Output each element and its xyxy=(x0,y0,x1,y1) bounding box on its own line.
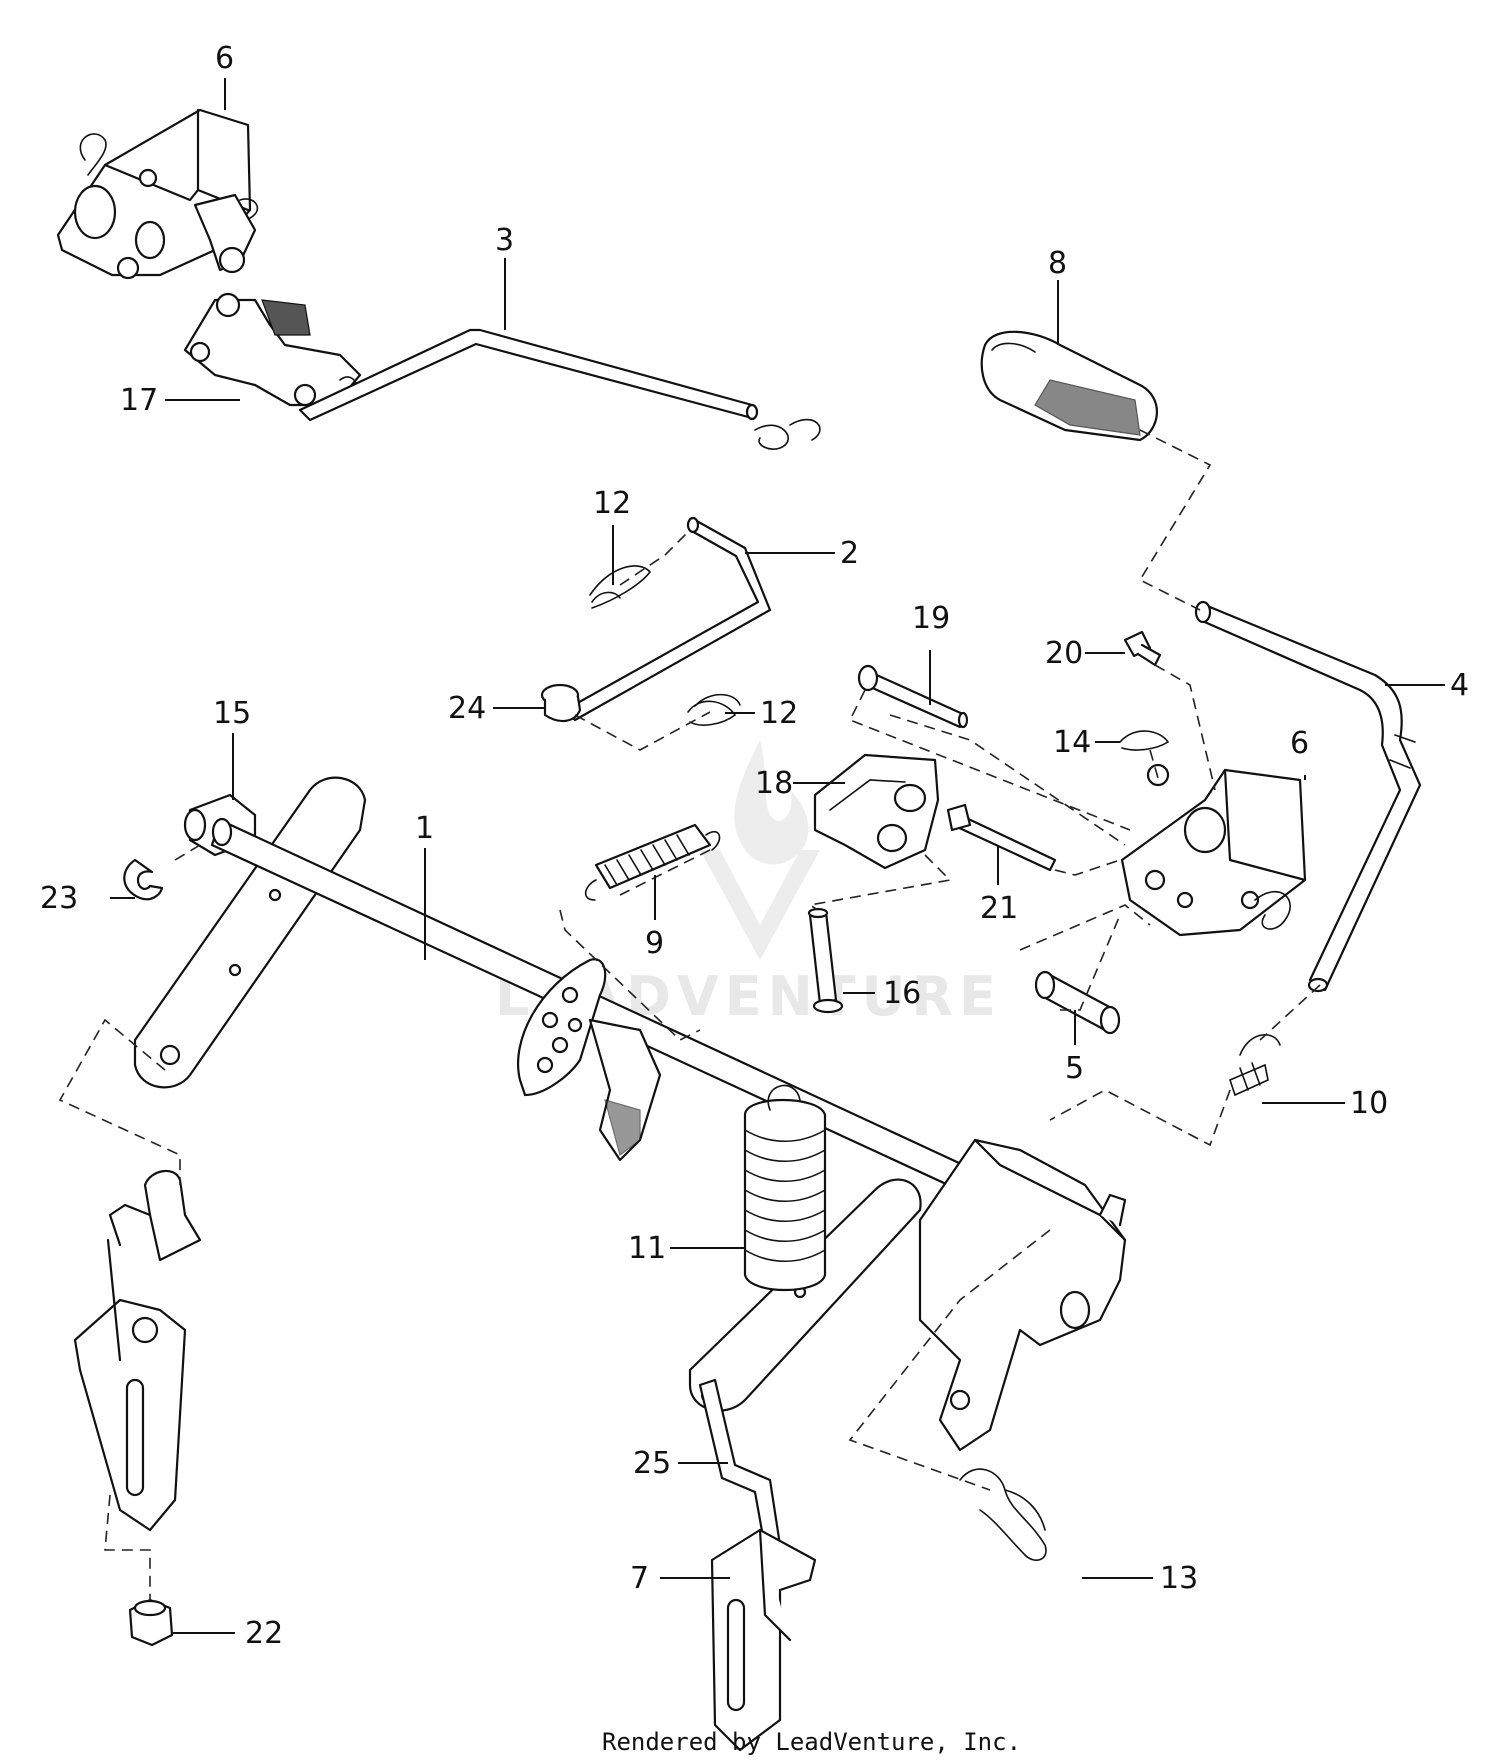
callout-6-top: 6 xyxy=(215,41,234,76)
callout-3: 3 xyxy=(495,223,514,258)
callout-16: 16 xyxy=(883,976,921,1011)
callout-11: 11 xyxy=(628,1231,666,1266)
part-5-spacer xyxy=(1034,970,1121,1035)
callout-7: 7 xyxy=(630,1561,649,1596)
part-10-spring-clip xyxy=(1229,1033,1281,1097)
leader-lines xyxy=(110,78,1445,1634)
footer-credit: Rendered by LeadVenture, Inc. xyxy=(602,1728,1021,1756)
callout-12-lower: 12 xyxy=(760,696,798,731)
part-11-spring xyxy=(743,1084,827,1291)
callout-24: 24 xyxy=(448,691,486,726)
part-21-bolt xyxy=(946,803,1057,872)
watermark-v-icon xyxy=(700,850,820,960)
part-22-nut xyxy=(128,1598,174,1647)
callout-13: 13 xyxy=(1160,1561,1198,1596)
part-14-clip xyxy=(1119,730,1170,751)
part-3-rod xyxy=(298,328,821,450)
callout-18: 18 xyxy=(755,766,793,801)
watermark-flame-icon xyxy=(734,740,809,865)
part-8-handle-grip xyxy=(980,330,1158,442)
part-18-block xyxy=(813,753,940,870)
part-7-slotted-bracket xyxy=(710,1528,817,1752)
callout-20: 20 xyxy=(1045,636,1083,671)
callout-5: 5 xyxy=(1065,1051,1084,1086)
callout-12-upper: 12 xyxy=(593,486,631,521)
callout-25: 25 xyxy=(633,1446,671,1481)
callout-14: 14 xyxy=(1053,725,1091,760)
part-24-fitting xyxy=(540,683,582,723)
callouts: 6 3 8 17 12 2 19 20 4 24 12 15 14 6 18 1… xyxy=(40,41,1469,1651)
callout-21: 21 xyxy=(980,891,1018,926)
part-6-bracket-right xyxy=(1120,763,1307,937)
part-4-handle-bar xyxy=(1194,600,1422,993)
part-12-clip-lower xyxy=(687,693,741,726)
part-16-pin xyxy=(807,907,844,1014)
assembly-lines xyxy=(58,429,1321,1600)
callout-8: 8 xyxy=(1048,246,1067,281)
callout-2: 2 xyxy=(840,536,859,571)
part-6-bracket-top-left xyxy=(56,108,259,280)
part-left-slotted-bracket xyxy=(73,1169,202,1532)
callout-10: 10 xyxy=(1350,1086,1388,1121)
callout-22: 22 xyxy=(245,1616,283,1651)
part-20-bolt xyxy=(1123,630,1162,667)
part-2-bent-rod xyxy=(563,516,772,722)
part-13-clip xyxy=(959,1468,1047,1561)
callout-4: 4 xyxy=(1450,668,1469,703)
part-12-clip-upper xyxy=(589,565,652,609)
part-1-main-shaft xyxy=(133,776,1127,1452)
callout-19: 19 xyxy=(912,601,950,636)
part-23-e-clip xyxy=(123,858,164,901)
callout-1: 1 xyxy=(415,811,434,846)
part-17-lever-arm xyxy=(183,292,362,407)
part-9-spring xyxy=(584,823,721,901)
part-19-pin xyxy=(857,664,969,729)
callout-23: 23 xyxy=(40,881,78,916)
callout-6-right: 6 xyxy=(1290,726,1309,761)
callout-17: 17 xyxy=(120,383,158,418)
callout-9: 9 xyxy=(645,926,664,961)
callout-15: 15 xyxy=(213,696,251,731)
